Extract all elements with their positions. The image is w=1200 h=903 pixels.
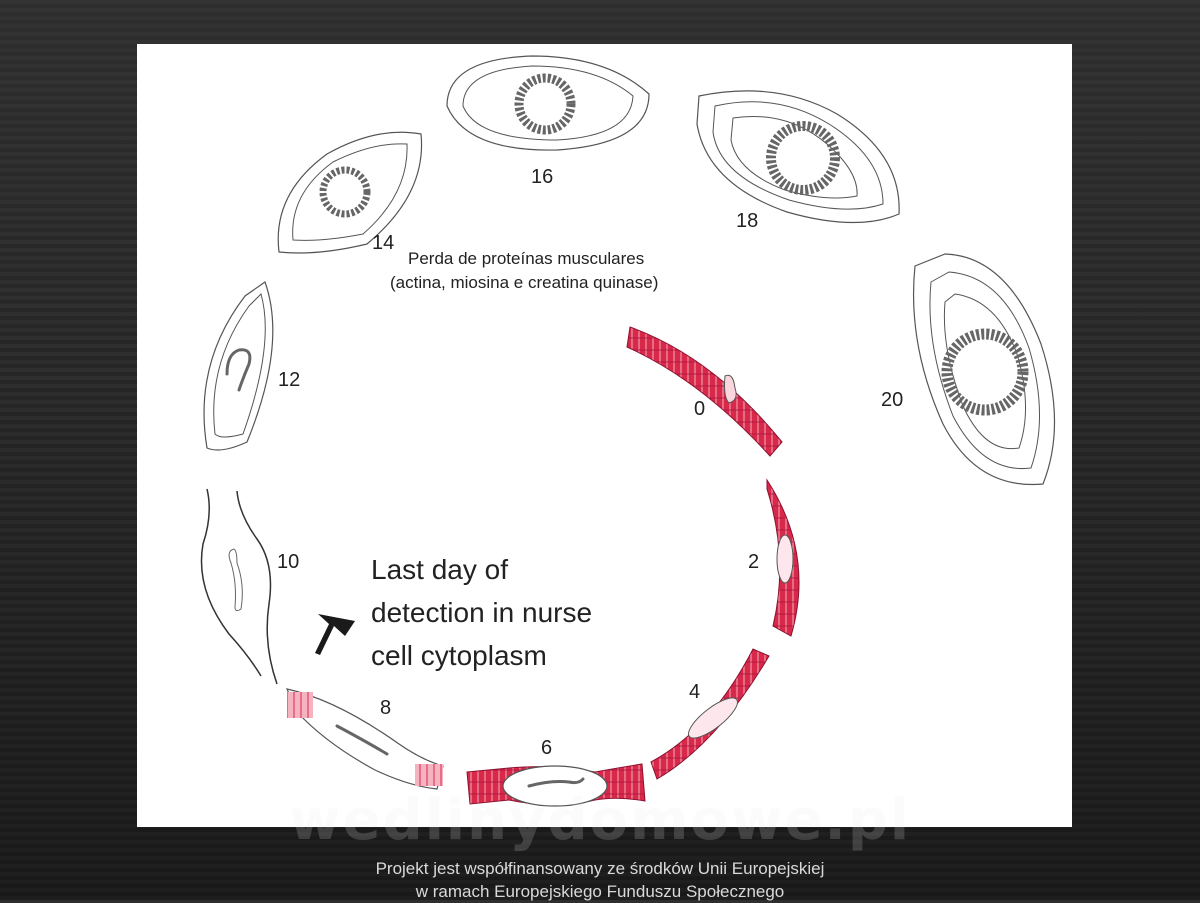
subtitle-line-1: Perda de proteínas musculares	[408, 249, 644, 268]
stage-20-nurse-cell	[912, 253, 1056, 486]
stage-label-10: 10	[277, 551, 299, 573]
callout-line-2: detection in nurse	[371, 597, 592, 628]
footer-line-2: w ramach Europejskiego Funduszu Społeczn…	[415, 882, 785, 901]
callout-line-3: cell cytoplasm	[371, 640, 547, 671]
stage-18-nurse-cell	[696, 90, 900, 224]
slide-image: 0 2 4 6 8 10 12 14 16 18 20 Perda de pro…	[137, 44, 1072, 827]
callout-arrow	[315, 614, 355, 655]
stage-label-12: 12	[278, 369, 300, 391]
subtitle-line-2: (actina, miosina e creatina quinase)	[390, 273, 658, 292]
stage-4-muscle	[650, 648, 770, 780]
stage-label-16: 16	[531, 166, 553, 188]
stage-label-8: 8	[380, 697, 391, 719]
stage-label-2: 2	[748, 551, 759, 573]
stage-label-6: 6	[541, 737, 552, 759]
stage-label-14: 14	[372, 232, 394, 254]
stage-label-4: 4	[689, 681, 700, 703]
stage-2-muscle	[766, 478, 800, 637]
watermark: wedlinydomowe.pl	[288, 788, 912, 853]
larva-development-diagram: 0 2 4 6 8 10 12 14 16 18 20 Perda de pro…	[200, 55, 1056, 807]
stage-label-20: 20	[881, 389, 903, 411]
stage-6-muscle	[466, 763, 646, 807]
footer-line-1: Projekt jest współfinansowany ze środków…	[375, 859, 825, 878]
stage-label-0: 0	[694, 398, 705, 420]
stage-0-muscle	[626, 326, 783, 457]
stage-10-nurse-cell	[200, 488, 278, 685]
stage-12-nurse-cell	[203, 281, 274, 451]
stage-16-nurse-cell	[446, 55, 650, 151]
stage-8-nurse-cell	[285, 688, 444, 790]
callout-line-1: Last day of	[371, 554, 508, 585]
footer: Projekt jest współfinansowany ze środków…	[0, 857, 1200, 903]
stage-label-18: 18	[736, 210, 758, 232]
stage-14-nurse-cell	[277, 131, 423, 254]
